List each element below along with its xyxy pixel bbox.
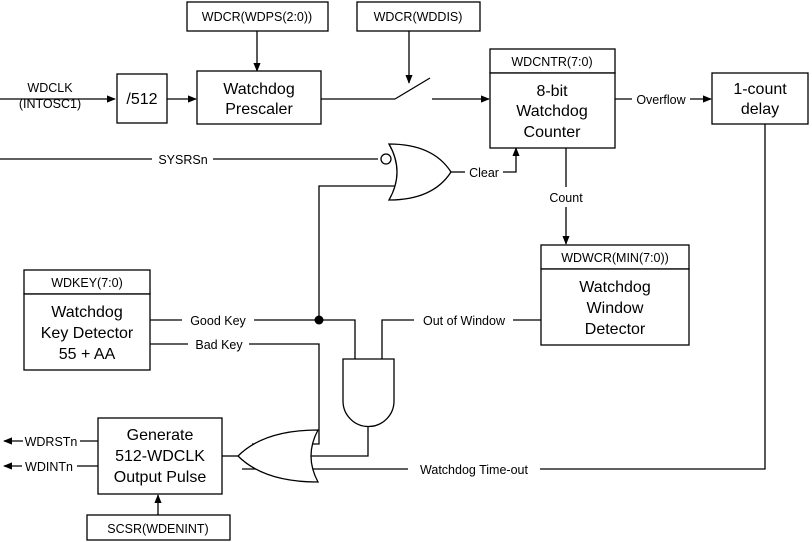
key-box bbox=[23, 293, 151, 371]
delay-label-1: 1-count bbox=[733, 81, 787, 98]
wire-delay-timeout bbox=[540, 124, 766, 470]
counter-label-1: 8-bit bbox=[536, 83, 568, 100]
timeout-label: Watchdog Time-out bbox=[420, 463, 528, 477]
bad-key-label: Bad Key bbox=[195, 338, 243, 352]
key-label-3: 55 + AA bbox=[59, 346, 116, 363]
clear-label: Clear bbox=[469, 166, 499, 180]
count-label: Count bbox=[549, 191, 583, 205]
counter-label-2: Watchdog bbox=[516, 103, 587, 120]
wddis-header-label: WDCR(WDDIS) bbox=[374, 10, 463, 24]
prescaler-box bbox=[196, 70, 322, 125]
window-label-1: Watchdog bbox=[579, 279, 650, 296]
intosc1-label: (INTOSC1) bbox=[19, 97, 81, 111]
counter-header-box bbox=[489, 48, 616, 74]
wire-oow-and bbox=[381, 319, 414, 359]
wdrstn-label: WDRSTn bbox=[25, 435, 78, 449]
wire-badkey-or bbox=[249, 343, 320, 445]
boxes bbox=[23, 1, 809, 541]
wire-goodkey-or bbox=[318, 185, 397, 320]
key-label-1: Watchdog bbox=[51, 304, 122, 321]
key-header-box bbox=[23, 269, 151, 295]
junction-dot bbox=[314, 315, 324, 325]
output-or-gate bbox=[237, 429, 320, 483]
window-and-gate bbox=[342, 358, 395, 428]
good-key-label: Good Key bbox=[190, 314, 246, 328]
pulse-box bbox=[97, 417, 223, 495]
wdintn-label: WDINTn bbox=[25, 460, 73, 474]
prescaler-label-1: Watchdog bbox=[223, 81, 294, 98]
window-label-3: Detector bbox=[585, 321, 646, 338]
key-header-label: WDKEY(7:0) bbox=[51, 276, 123, 290]
wddis-header-box bbox=[356, 1, 481, 32]
prescaler-label-2: Prescaler bbox=[225, 101, 293, 118]
window-label-2: Window bbox=[587, 300, 644, 317]
gates bbox=[237, 143, 452, 483]
sysrsn-inversion-bubble bbox=[380, 153, 392, 165]
counter-label-3: Counter bbox=[524, 124, 582, 141]
window-header-label: WDWCR(MIN(7:0)) bbox=[561, 251, 669, 265]
divider-box bbox=[116, 73, 168, 124]
window-box bbox=[540, 268, 690, 346]
window-header-box bbox=[540, 244, 690, 270]
wire-clear-counter bbox=[503, 147, 520, 173]
divider-label: /512 bbox=[126, 91, 157, 108]
pulse-label-1: Generate bbox=[127, 427, 194, 444]
pulse-label-3: Output Pulse bbox=[114, 469, 207, 486]
labels: WDCLK (INTOSC1) /512 WDCR(WDPS(2:0)) Wat… bbox=[19, 10, 787, 536]
out-of-window-label: Out of Window bbox=[423, 314, 506, 328]
pulse-label-2: 512-WDCLK bbox=[115, 448, 205, 465]
scsr-header-label: SCSR(WDENINT) bbox=[107, 522, 208, 536]
key-label-2: Key Detector bbox=[41, 325, 134, 342]
prescaler-header-box bbox=[186, 1, 329, 32]
counter-box bbox=[489, 72, 616, 149]
overflow-label: Overflow bbox=[636, 93, 686, 107]
sysrsn-label: SYSRSn bbox=[158, 153, 207, 167]
scsr-header-box bbox=[86, 514, 231, 541]
delay-label-2: delay bbox=[741, 101, 779, 118]
delay-box bbox=[711, 72, 809, 125]
wdclk-label: WDCLK bbox=[27, 81, 73, 95]
clear-or-gate bbox=[387, 143, 452, 201]
wire-goodkey-and bbox=[254, 319, 356, 359]
counter-header-label: WDCNTR(7:0) bbox=[511, 55, 592, 69]
prescaler-header-label: WDCR(WDPS(2:0)) bbox=[202, 10, 312, 24]
wddis-switch bbox=[394, 77, 431, 100]
